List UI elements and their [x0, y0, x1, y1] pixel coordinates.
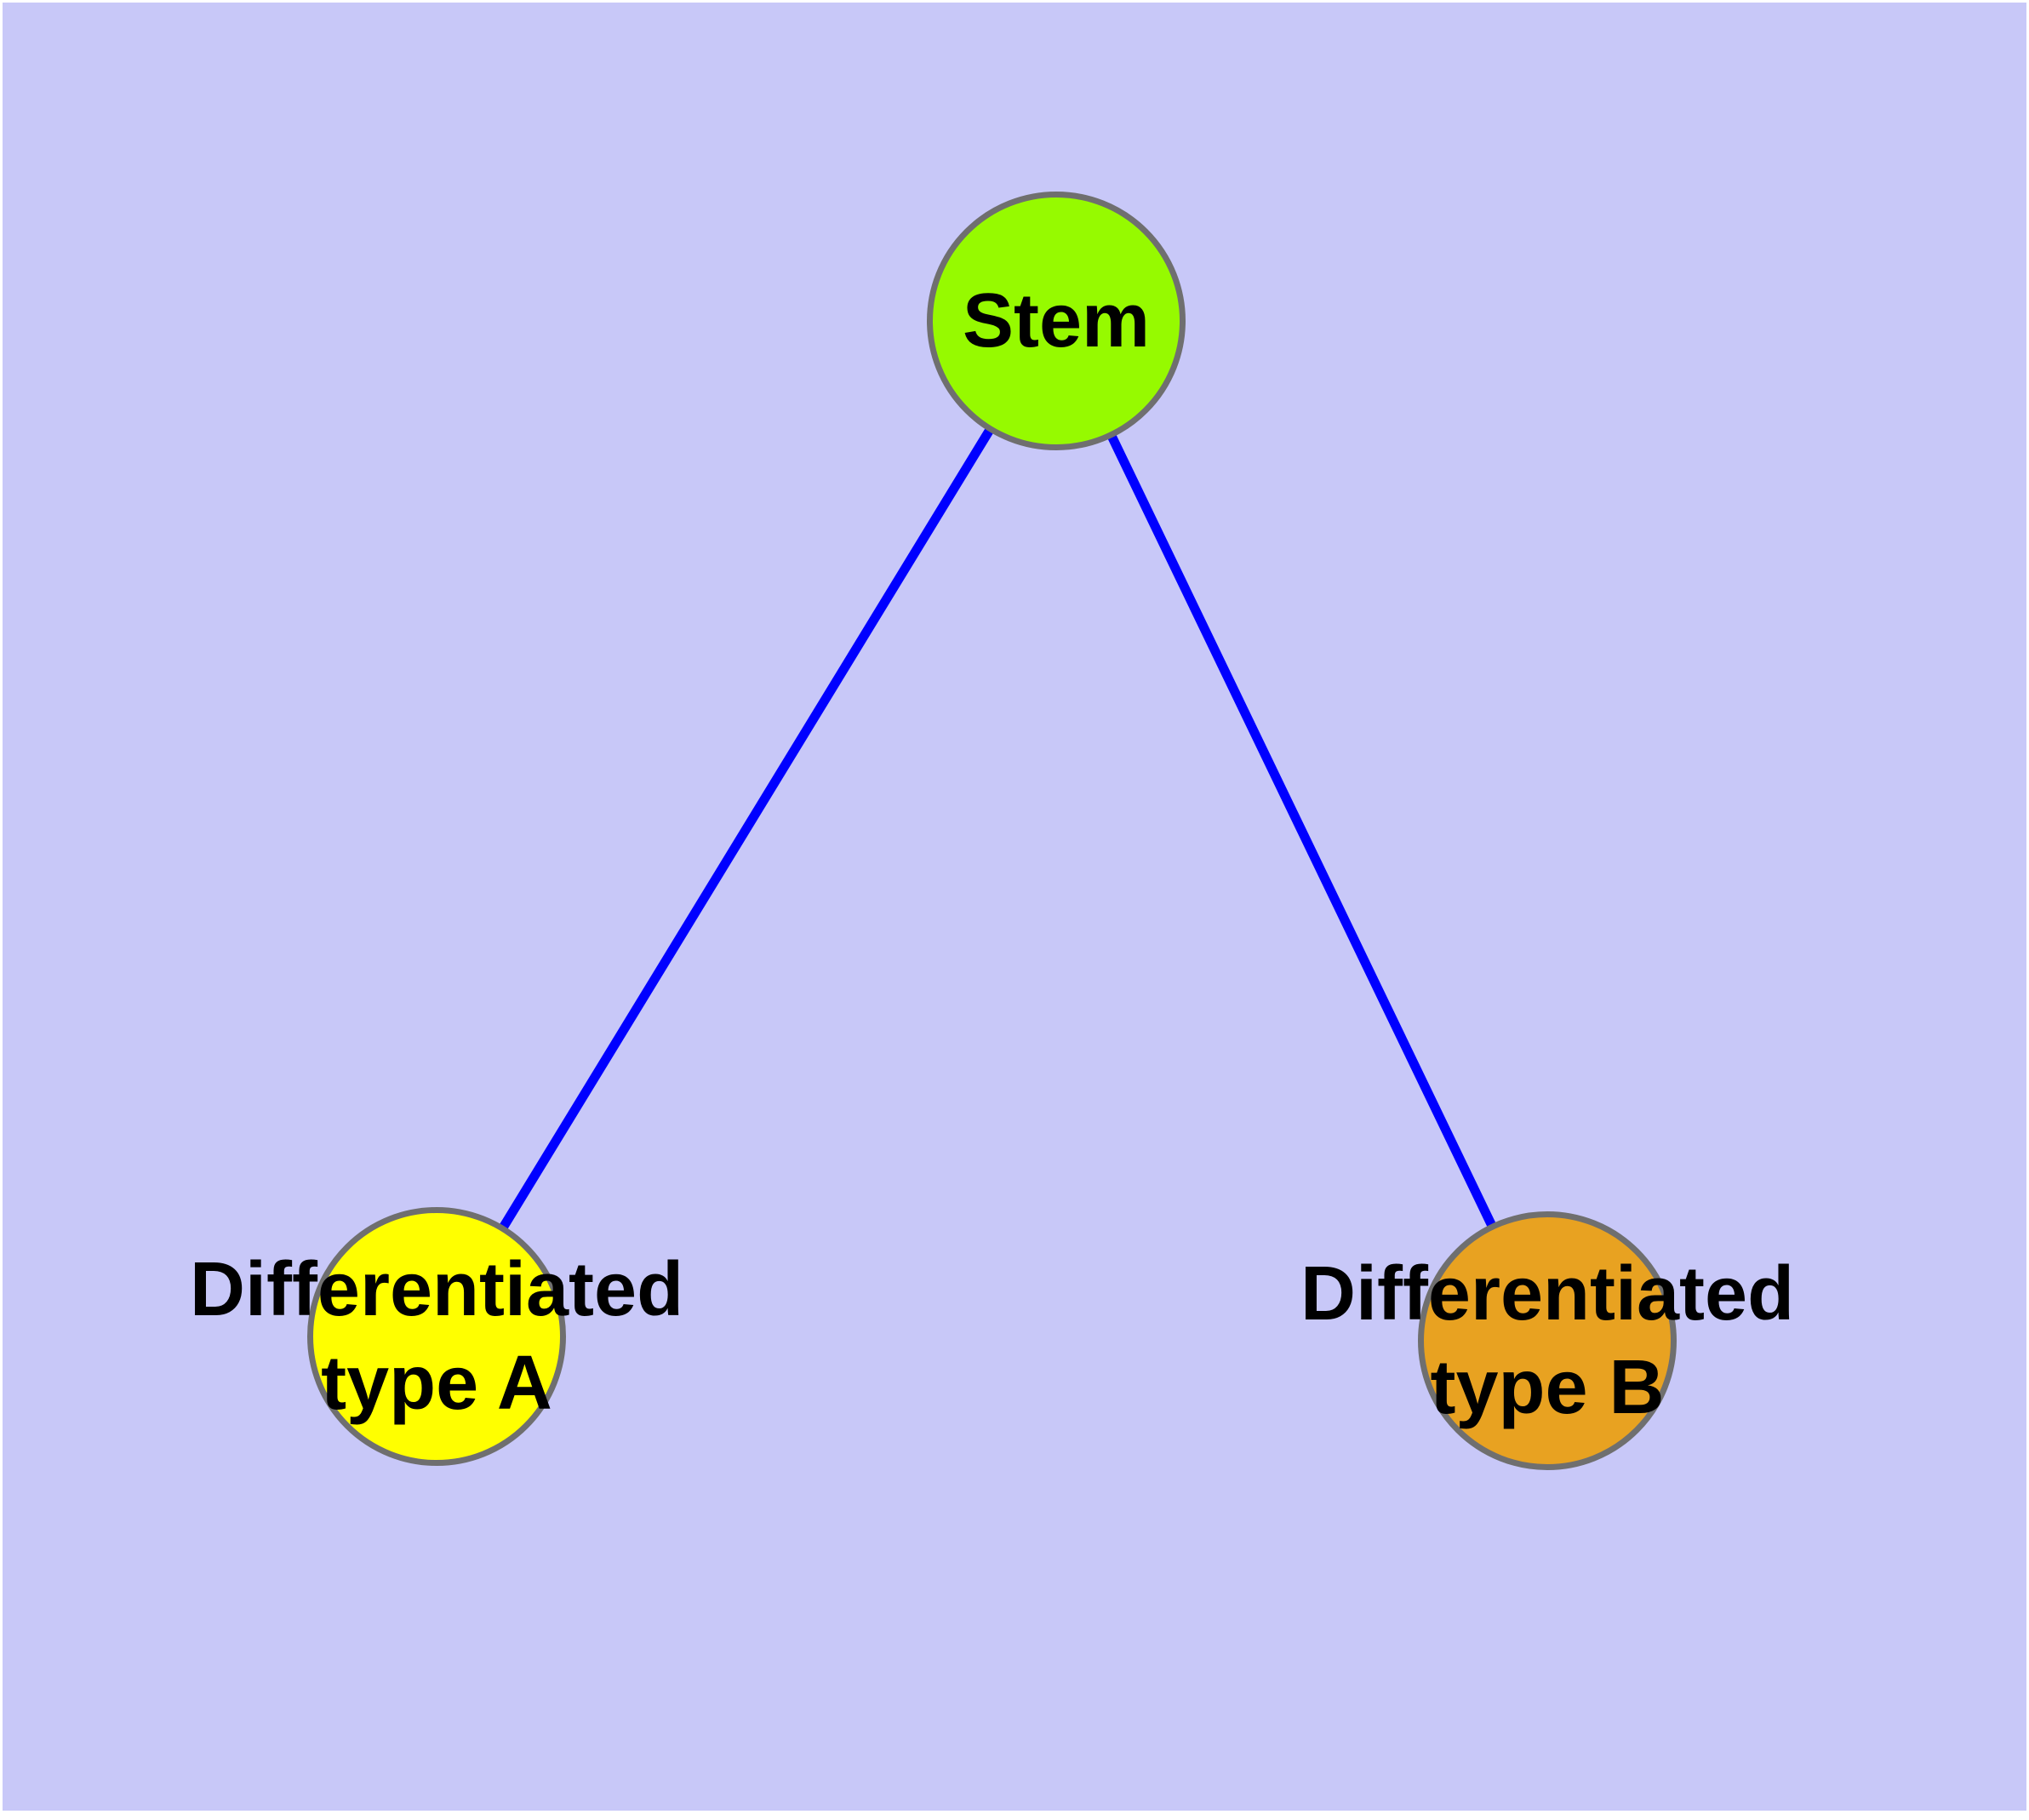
edge-stem-to-type-b [1052, 318, 1552, 1343]
diagram-canvas: Stem Differentiated type A Differentiate… [3, 3, 2026, 1811]
node-differentiated-type-a: Differentiated type A [190, 1207, 683, 1466]
node-stem: Stem [927, 192, 1186, 450]
node-stem-label: Stem [963, 274, 1150, 368]
edge-layer [432, 318, 1552, 1343]
node-differentiated-type-b: Differentiated type B [1300, 1211, 1794, 1470]
edge-stem-to-type-a [432, 318, 1060, 1339]
node-stem-label-line: Stem [962, 278, 1151, 363]
